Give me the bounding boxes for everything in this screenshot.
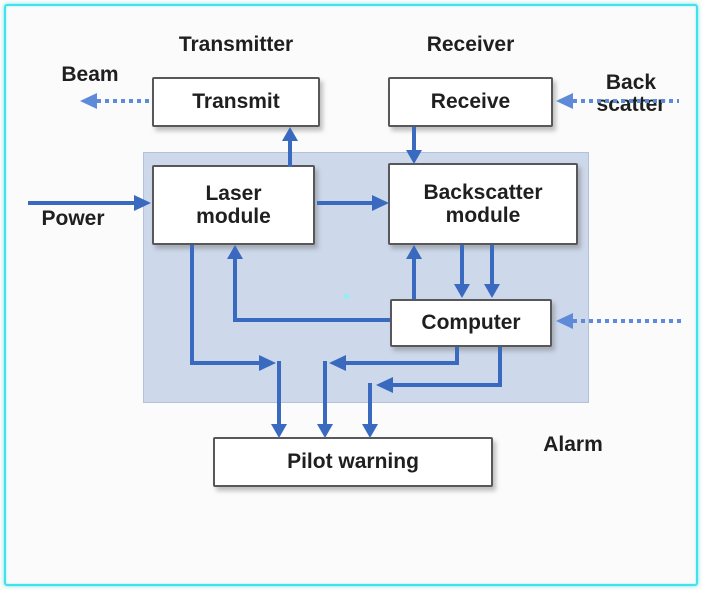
laser-to-backscatter-head-icon: [372, 195, 389, 211]
computer-to-pilot1-elbow-head-icon: [329, 355, 346, 371]
transmit-box-label: Transmit: [192, 90, 280, 114]
receive-to-backscatter-line: [412, 127, 416, 152]
computer-to-pilot2-elbow-head-icon: [376, 377, 393, 393]
computer-to-laser-hline: [233, 318, 390, 322]
computer-to-laser-vline: [233, 258, 237, 322]
laser-module-line1: Laser: [205, 181, 262, 205]
receiver-label: Receiver: [426, 33, 515, 56]
computer-dotted-head-icon: [556, 313, 573, 329]
laser-to-pilot-drop-line: [277, 361, 281, 424]
back-scatter-label-line1: Back: [605, 71, 657, 94]
back-scatter-dotted-line: [573, 99, 679, 103]
beam-dotted-head-icon: [80, 93, 97, 109]
laser-to-pilot-head-icon: [271, 424, 287, 438]
computer-box: Computer: [390, 299, 552, 347]
computer-to-pilot1-vline: [455, 347, 459, 365]
laser-to-pilot-hline: [190, 361, 262, 365]
power-arrow-line: [28, 201, 138, 205]
receive-box: Receive: [388, 77, 553, 127]
back-scatter-label: Back scatter: [586, 71, 676, 117]
computer-to-backscatter-line: [412, 258, 416, 299]
outer-border: [4, 4, 698, 586]
computer-to-pilot1-hline: [346, 361, 459, 365]
backscatter-to-computer-line-2: [490, 245, 494, 286]
power-arrow-head-icon: [134, 195, 151, 211]
computer-to-pilot1-head-icon: [317, 424, 333, 438]
backscatter-to-computer-head-2-icon: [484, 284, 500, 298]
receive-to-backscatter-head-icon: [406, 150, 422, 164]
backscatter-module-box: Backscatter module: [388, 163, 578, 245]
backscatter-to-computer-line-1: [460, 245, 464, 286]
receive-box-label: Receive: [430, 90, 511, 114]
computer-to-pilot2-drop-line: [368, 383, 372, 424]
transmitter-label: Transmitter: [178, 33, 294, 56]
laser-to-pilot-elbow-head-icon: [259, 355, 276, 371]
pilot-warning-box: Pilot warning: [213, 437, 493, 487]
artifact-speck: [344, 294, 349, 299]
backscatter-module-line2: module: [445, 204, 521, 227]
computer-to-pilot2-head-icon: [362, 424, 378, 438]
laser-to-backscatter-line: [317, 201, 372, 205]
computer-box-label: Computer: [421, 311, 521, 335]
laser-to-transmit-line: [288, 140, 292, 167]
computer-dotted-line: [573, 319, 683, 323]
computer-to-backscatter-head-icon: [406, 245, 422, 259]
computer-to-pilot2-hline: [393, 383, 502, 387]
beam-dotted-line: [97, 99, 152, 103]
laser-to-transmit-head-icon: [282, 127, 298, 141]
back-scatter-dotted-head-icon: [556, 93, 573, 109]
back-scatter-label-line2: scatter: [596, 93, 666, 117]
laser-to-pilot-vline1: [190, 245, 194, 365]
computer-to-pilot2-vline: [498, 347, 502, 387]
transmit-box: Transmit: [152, 77, 320, 127]
computer-to-laser-head-icon: [227, 245, 243, 259]
beam-label: Beam: [61, 63, 119, 86]
laser-module-box-label: Laser module: [196, 182, 271, 228]
backscatter-module-box-label: Backscatter module: [423, 181, 542, 227]
laser-module-line2: module: [196, 205, 271, 228]
computer-to-pilot1-drop-line: [323, 361, 327, 424]
power-label: Power: [41, 207, 105, 230]
backscatter-module-line1: Backscatter: [423, 180, 543, 204]
alarm-label: Alarm: [543, 433, 603, 456]
pilot-warning-box-label: Pilot warning: [287, 450, 419, 474]
backscatter-to-computer-head-1-icon: [454, 284, 470, 298]
laser-module-box: Laser module: [152, 165, 315, 245]
